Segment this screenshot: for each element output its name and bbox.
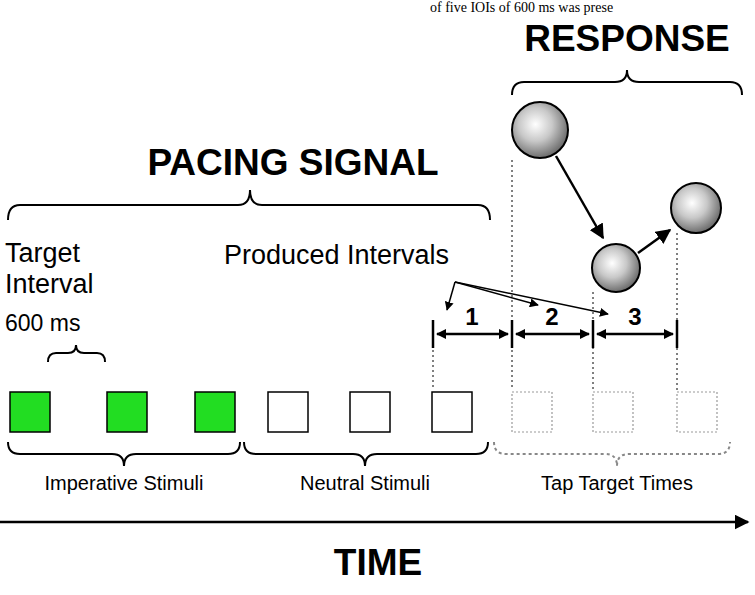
callout-number: 2 <box>545 303 558 331</box>
source-text-fragment: of five IOIs of 600 ms was prese <box>430 0 613 16</box>
dimension: 600 ms <box>5 310 80 336</box>
group-label: Imperative Stimuli <box>45 472 204 495</box>
axis-title: TIME <box>334 542 422 585</box>
callout-number: 3 <box>628 303 641 331</box>
section-title: RESPONSE <box>524 18 730 61</box>
group-label: Neutral Stimuli <box>300 472 430 495</box>
stimulus-square <box>10 392 472 432</box>
group-label: Tap Target Times <box>541 472 693 495</box>
dotted-brace <box>494 442 730 466</box>
motion-arrow <box>556 156 670 253</box>
interval-label: Target Interval <box>5 238 120 300</box>
callout-number: 1 <box>465 303 478 331</box>
brace <box>8 70 742 466</box>
section-title: PACING SIGNAL <box>147 142 438 185</box>
interval-label: Produced Intervals <box>224 240 449 271</box>
ball <box>512 102 721 292</box>
tap-target-square <box>512 392 717 432</box>
time-axis <box>0 521 748 524</box>
guide-line <box>433 160 677 390</box>
